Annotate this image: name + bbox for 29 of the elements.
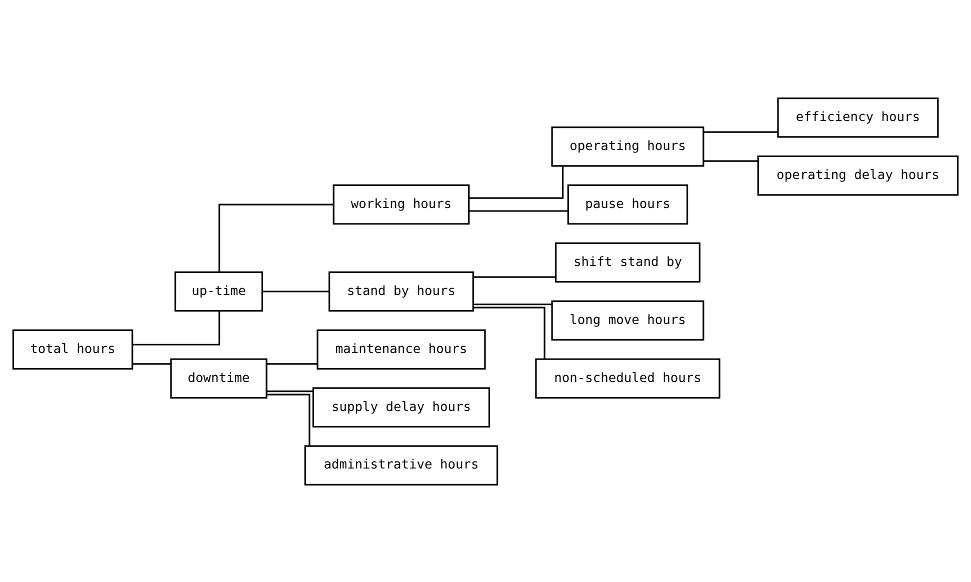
- node-box: total hours: [12, 328, 134, 370]
- node-box: operating delay hours: [757, 154, 959, 196]
- connector: [266, 362, 318, 364]
- connector: [469, 166, 564, 198]
- node-box: shift stand by: [555, 242, 700, 282]
- node-box: downtime: [170, 358, 268, 398]
- node-box: working hours: [332, 184, 470, 224]
- node-box: administrative hours: [304, 444, 498, 485]
- connector: [262, 290, 330, 292]
- connector: [703, 160, 758, 162]
- node-box: maintenance hours: [316, 328, 486, 370]
- node-box: stand by hours: [328, 270, 474, 312]
- node-box: long move hours: [551, 300, 704, 340]
- node-box: up-time: [174, 270, 264, 312]
- connector: [132, 362, 171, 364]
- connector: [473, 306, 546, 359]
- connector: [132, 310, 220, 345]
- connector: [473, 303, 552, 305]
- node-box: pause hours: [567, 184, 688, 224]
- connector: [266, 390, 314, 392]
- node-box: non-scheduled hours: [535, 358, 720, 398]
- connector: [218, 203, 334, 272]
- node-box: efficiency hours: [777, 97, 939, 138]
- node-box: operating hours: [551, 126, 704, 166]
- connector: [468, 210, 568, 212]
- connector: [473, 276, 556, 278]
- connector: [703, 130, 778, 132]
- node-box: supply delay hours: [312, 386, 490, 428]
- connector: [266, 393, 310, 446]
